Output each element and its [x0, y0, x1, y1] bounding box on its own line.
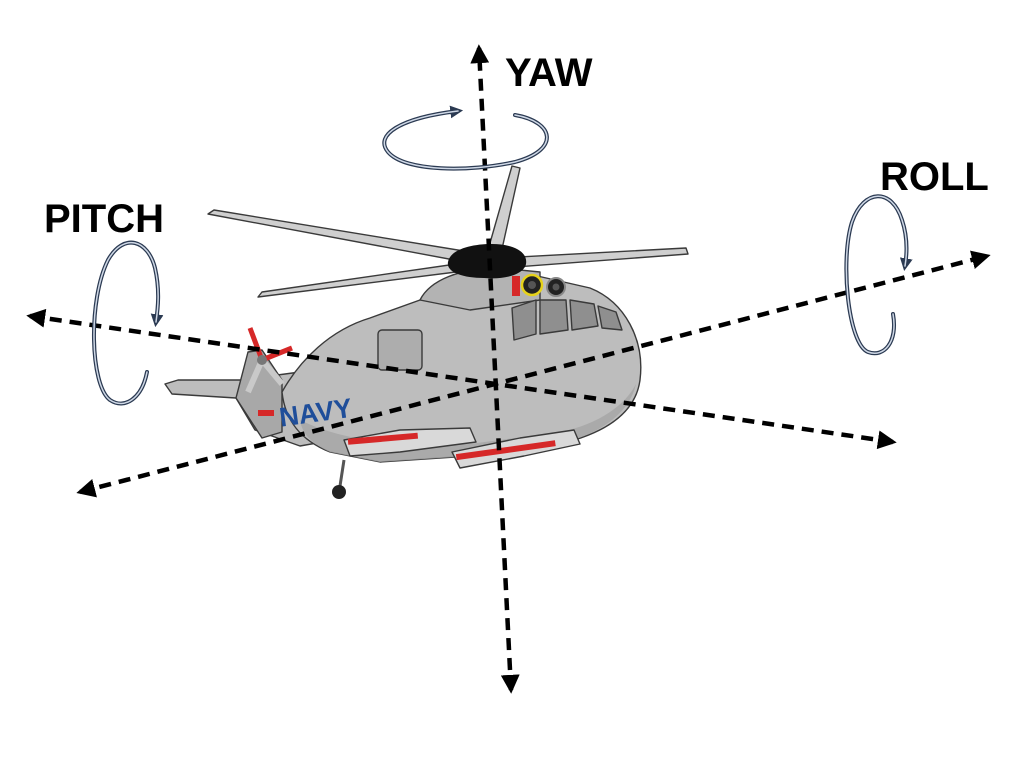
- roll-label: ROLL: [880, 155, 989, 199]
- rotor-blade-left: [207, 209, 471, 263]
- yaw-label: YAW: [505, 51, 593, 95]
- yaw-rotation-arrow: [382, 105, 549, 171]
- rotor-blade-right: [499, 247, 689, 269]
- pitch-label: PITCH: [44, 197, 164, 241]
- window: [539, 299, 569, 335]
- rotation-arrow-icon: [91, 240, 164, 406]
- roll-axis: [76, 250, 991, 498]
- tail-stripe: [258, 410, 274, 416]
- rotation-arrow-icon: [844, 194, 913, 356]
- roll-rotation-arrow: [844, 194, 913, 356]
- engine-stripe: [512, 276, 520, 296]
- window: [569, 299, 599, 331]
- side-door: [377, 329, 423, 371]
- landing-gear: [332, 459, 346, 499]
- rotor-blades-back: [207, 209, 473, 298]
- axes: [26, 44, 991, 694]
- pitch-rotation-arrow: [91, 240, 164, 406]
